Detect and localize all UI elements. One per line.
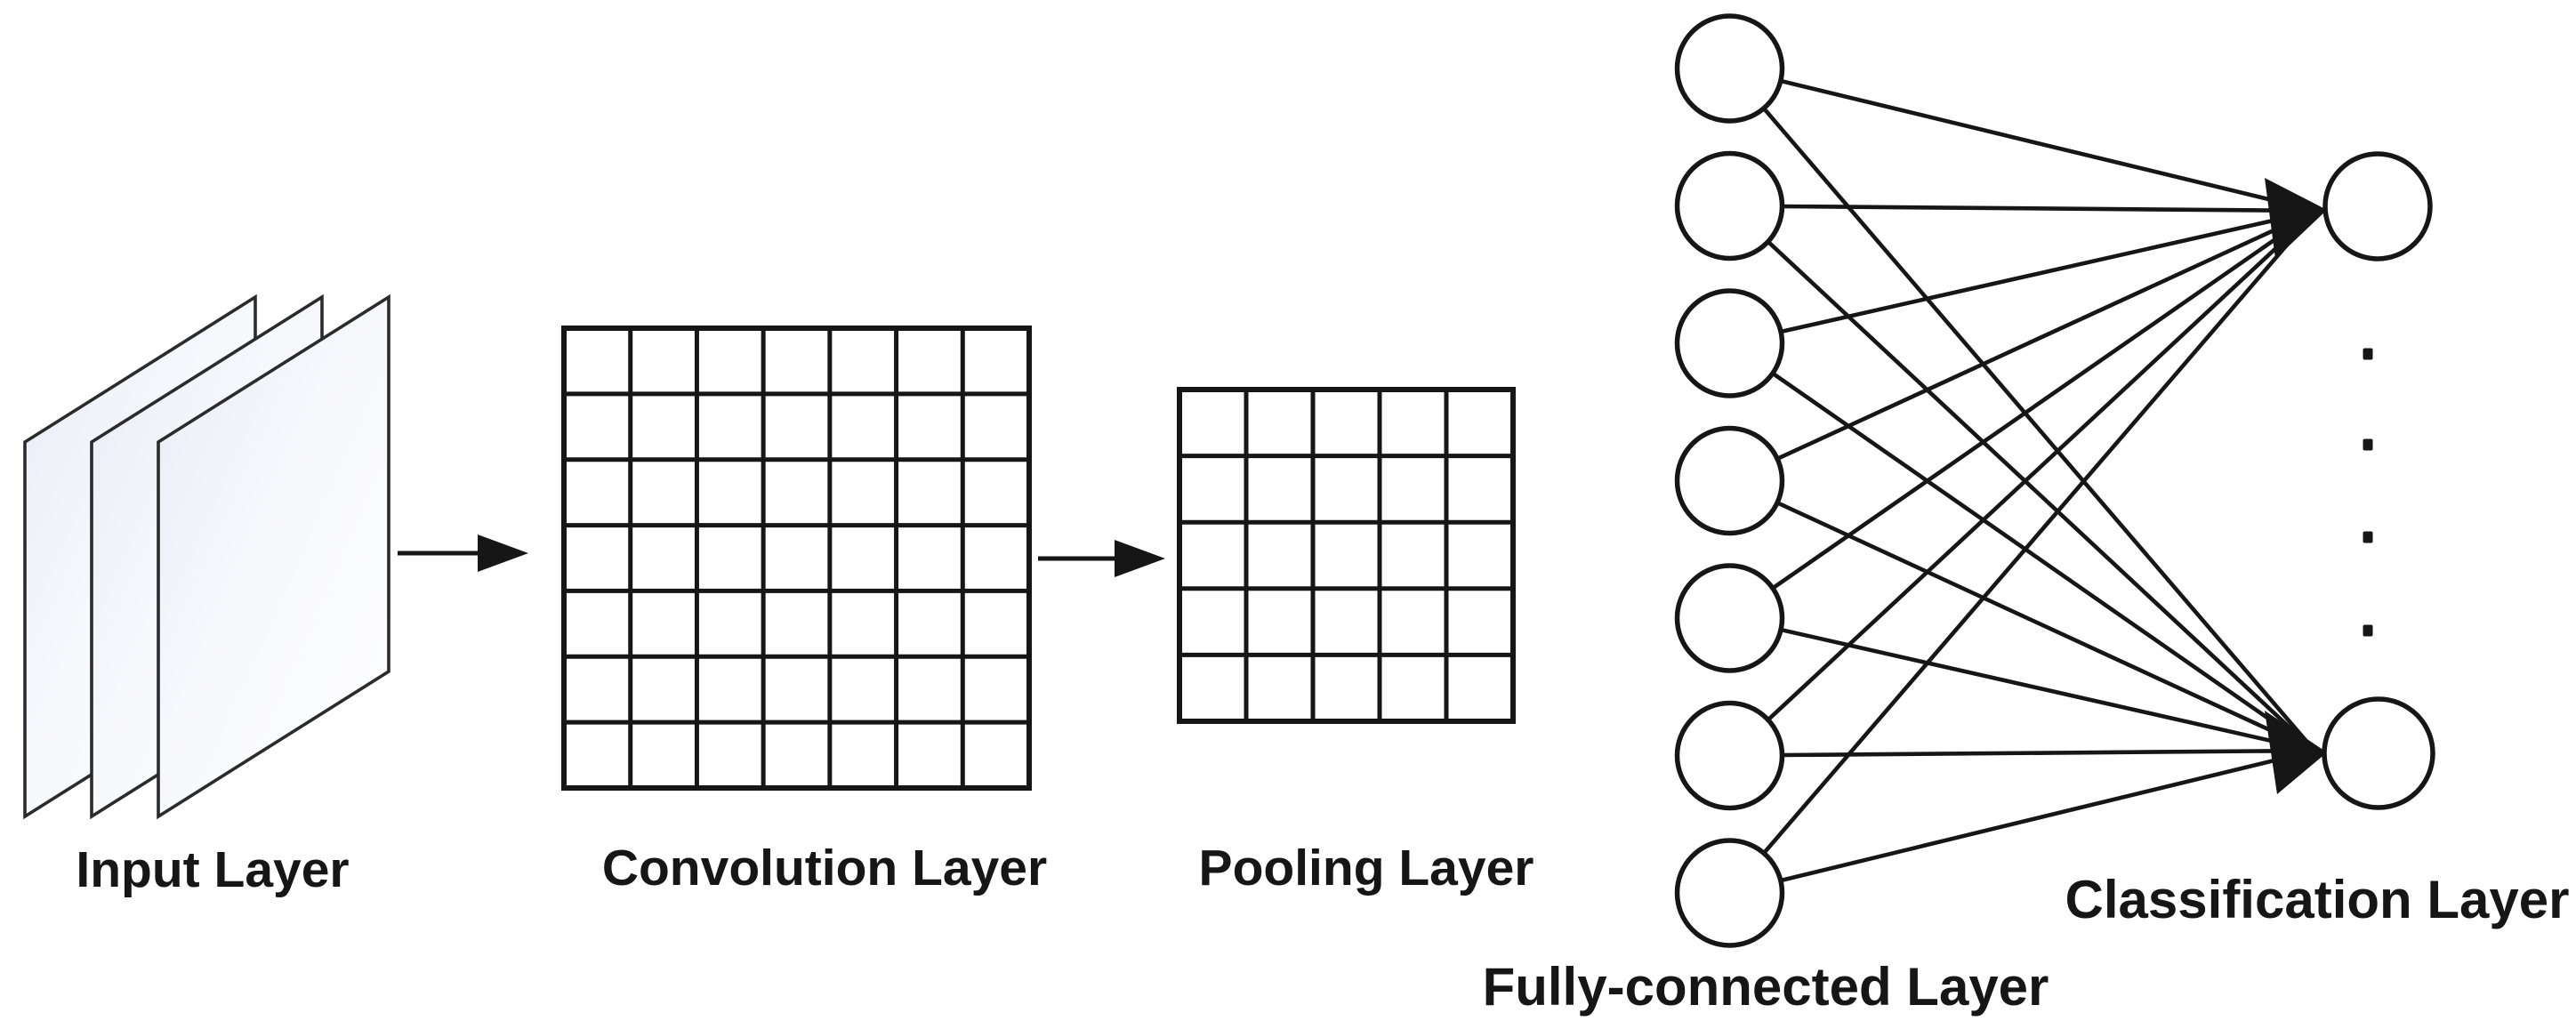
- fc-connection-line: [1728, 342, 2316, 752]
- classification-node: [2322, 151, 2433, 261]
- ellipsis-dot: [2363, 348, 2373, 360]
- fc-connection-line: [1728, 66, 2317, 213]
- fc-connection-line: [1729, 204, 2317, 213]
- fc-connection-line: [1727, 204, 2316, 752]
- ellipsis-dot: [2363, 531, 2373, 543]
- fc-input-node: [1674, 838, 1785, 948]
- fc-arrow-head-icon: [2265, 178, 2327, 259]
- fc-input-node: [1674, 700, 1785, 811]
- fc-connection-line: [1728, 748, 2315, 896]
- ellipsis-dot: [2363, 624, 2373, 637]
- pool-cell-grid-border: [1177, 387, 1516, 724]
- conv-cell-grid-border: [561, 326, 1032, 791]
- fc-connection-line: [1727, 209, 2318, 895]
- fully-connected-network: [1674, 13, 2435, 948]
- fc-connection-line: [1727, 67, 2316, 752]
- pooling-layer-label: Pooling Layer: [1199, 840, 1534, 896]
- fc-connection-line: [1728, 208, 2317, 483]
- fc-input-node: [1674, 425, 1785, 536]
- ellipsis-dot: [2363, 438, 2373, 451]
- fc-connection-line: [1728, 478, 2315, 753]
- flow-arrow-head-icon: [478, 535, 528, 572]
- flow-arrows: [398, 535, 1165, 577]
- fc-arrow-head-icon: [2265, 711, 2327, 794]
- fc-connection-line: [1729, 748, 2315, 758]
- fc-input-node: [1674, 563, 1785, 673]
- pooling-layer-grid: [1177, 387, 1516, 724]
- input-sheet: [157, 293, 390, 820]
- fc-input-node: [1674, 288, 1785, 398]
- input-layer-label: Input Layer: [76, 841, 349, 898]
- fc-connection-line: [1727, 209, 2318, 758]
- fc-connection-line: [1728, 615, 2315, 753]
- fully-connected-layer-label: Fully-connected Layer: [1483, 957, 2049, 1017]
- classification-node: [2322, 696, 2435, 810]
- input-layer-sheets: [23, 293, 390, 820]
- classification-layer-label: Classification Layer: [2065, 870, 2570, 929]
- fc-connection-line: [1728, 208, 2317, 346]
- fc-connection-line: [1728, 209, 2318, 620]
- fc-input-node: [1674, 13, 1785, 124]
- flow-arrow-head-icon: [1115, 540, 1165, 577]
- fc-input-node: [1674, 150, 1785, 261]
- convolution-layer-grid: [561, 326, 1032, 791]
- convolution-layer-label: Convolution Layer: [602, 840, 1047, 896]
